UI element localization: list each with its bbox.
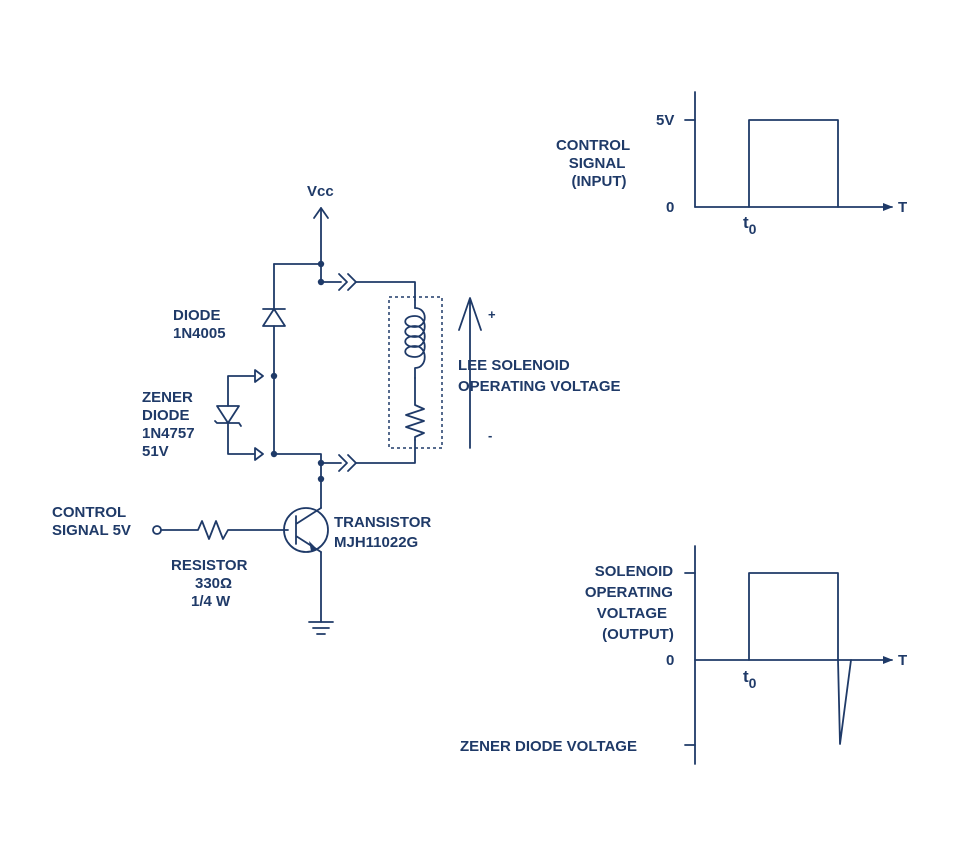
node-dot [317, 475, 325, 483]
y-tick-5v: 5V [656, 112, 674, 129]
zener-label: ZENER DIODE 1N4757 51V [142, 389, 199, 460]
plus-sign: + [488, 307, 496, 322]
resistor-icon [160, 520, 289, 540]
zener-terminal-icon [254, 369, 264, 461]
input-graph: 5V 0 T t0 CONTROL SIGNAL (INPUT) [556, 91, 907, 237]
zener-wires [227, 375, 255, 455]
diode-label: DIODE 1N4005 [173, 307, 226, 342]
output-ticks [684, 572, 696, 746]
zener-voltage-label: ZENER DIODE VOLTAGE [460, 738, 637, 755]
transistor-leads [295, 507, 322, 553]
x-axis-label: T [898, 199, 907, 216]
input-terminal-icon [152, 525, 162, 535]
voltage-arrow-icon [458, 297, 482, 449]
diode-icon [262, 308, 286, 327]
resistor-label: RESISTOR 330Ω 1/4 W [171, 557, 252, 610]
node-dot [317, 260, 325, 268]
node-dot [270, 372, 278, 380]
wire [355, 281, 416, 301]
vcc-arrow-icon [313, 207, 329, 219]
output-pulse [748, 572, 852, 745]
circuit: Vcc DIODE 1N4005 ZENER DIODE 1N4757 51V [52, 183, 621, 635]
control-signal-label: CONTROL SIGNAL 5V [52, 504, 131, 539]
zener-diode-icon [214, 405, 242, 427]
y-tick-0: 0 [666, 199, 674, 216]
solenoid-box [388, 296, 443, 449]
solenoid-resistor-icon [405, 377, 425, 441]
output-label: SOLENOID OPERATING VOLTAGE (OUTPUT) [585, 563, 677, 643]
input-label: CONTROL SIGNAL (INPUT) [556, 137, 634, 190]
t0-label: t0 [743, 213, 757, 237]
coil-icon [404, 307, 426, 379]
t0-label: t0 [743, 667, 757, 691]
emitter-arrow-icon [309, 541, 318, 551]
bottom-rail-wire [273, 453, 322, 509]
wire [355, 439, 416, 464]
minus-sign: - [488, 428, 492, 443]
x-axis-label: T [898, 652, 907, 669]
vcc-label: Vcc [307, 183, 334, 200]
transistor-icon [283, 507, 329, 553]
output-graph: 0 T t0 SOLENOID OPERATING VOLTAGE (OUTPU… [460, 545, 907, 765]
y-tick-0: 0 [666, 652, 674, 669]
transistor-label: TRANSISTOR MJH11022G [334, 514, 435, 551]
ground-icon [308, 621, 334, 635]
input-pulse [748, 119, 839, 208]
solenoid-voltage-label: LEE SOLENOID OPERATING VOLTAGE [458, 357, 621, 395]
